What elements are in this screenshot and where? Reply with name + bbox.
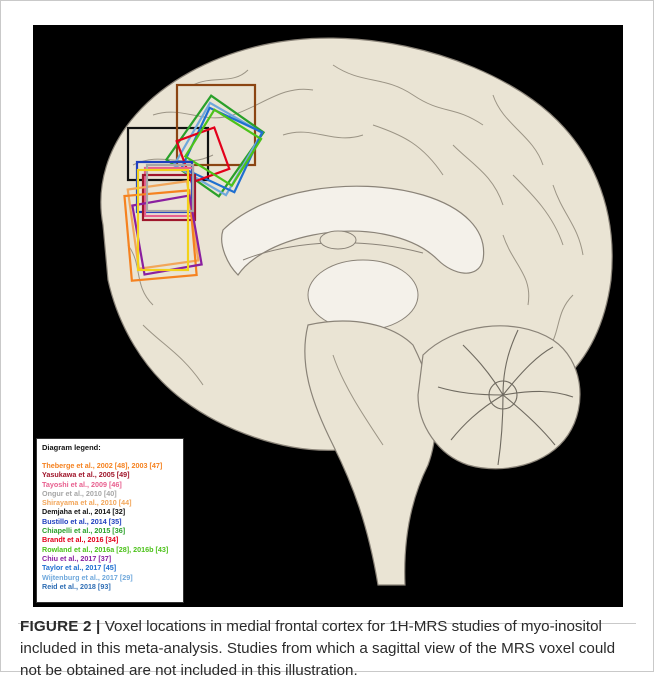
legend-entry: Demjaha et al., 2014 [32] bbox=[42, 507, 178, 516]
legend-entry: Brandt et al., 2016 [34] bbox=[42, 535, 178, 544]
brainstem bbox=[305, 321, 435, 585]
legend-entry: Tayoshi et al., 2009 [46] bbox=[42, 480, 178, 489]
diagram-legend: Diagram legend: Theberge et al., 2002 [4… bbox=[36, 438, 184, 603]
figure-label: FIGURE 2 | bbox=[20, 618, 101, 635]
legend-entry: Chiapelli et al., 2015 [36] bbox=[42, 526, 178, 535]
legend-entry: Bustillo et al., 2014 [35] bbox=[42, 517, 178, 526]
brain-sagittal-figure: Diagram legend: Theberge et al., 2002 [4… bbox=[33, 25, 623, 607]
caption-text: Voxel locations in medial frontal cortex… bbox=[20, 618, 615, 679]
legend-entry: Rowland et al., 2016a [28], 2016b [43] bbox=[42, 545, 178, 554]
legend-entry: Theberge et al., 2002 [48], 2003 [47] bbox=[42, 461, 178, 470]
thalamus bbox=[308, 260, 418, 330]
legend-entry: Reid et al., 2018 [93] bbox=[42, 582, 178, 591]
figure-caption: FIGURE 2 | Voxel locations in medial fro… bbox=[20, 616, 640, 682]
legend-entry: Shirayama et al., 2010 [44] bbox=[42, 498, 178, 507]
legend-entry: Chiu et al., 2017 [37] bbox=[42, 554, 178, 563]
legend-entries: Theberge et al., 2002 [48], 2003 [47]Yas… bbox=[42, 461, 178, 591]
legend-entry: Ongur et al., 2010 [40] bbox=[42, 489, 178, 498]
legend-entry: Yasukawa et al., 2005 [49] bbox=[42, 470, 178, 479]
legend-title: Diagram legend: bbox=[42, 443, 178, 452]
legend-entry: Wijtenburg et al., 2017 [29] bbox=[42, 573, 178, 582]
legend-entry: Taylor et al., 2017 [45] bbox=[42, 563, 178, 572]
